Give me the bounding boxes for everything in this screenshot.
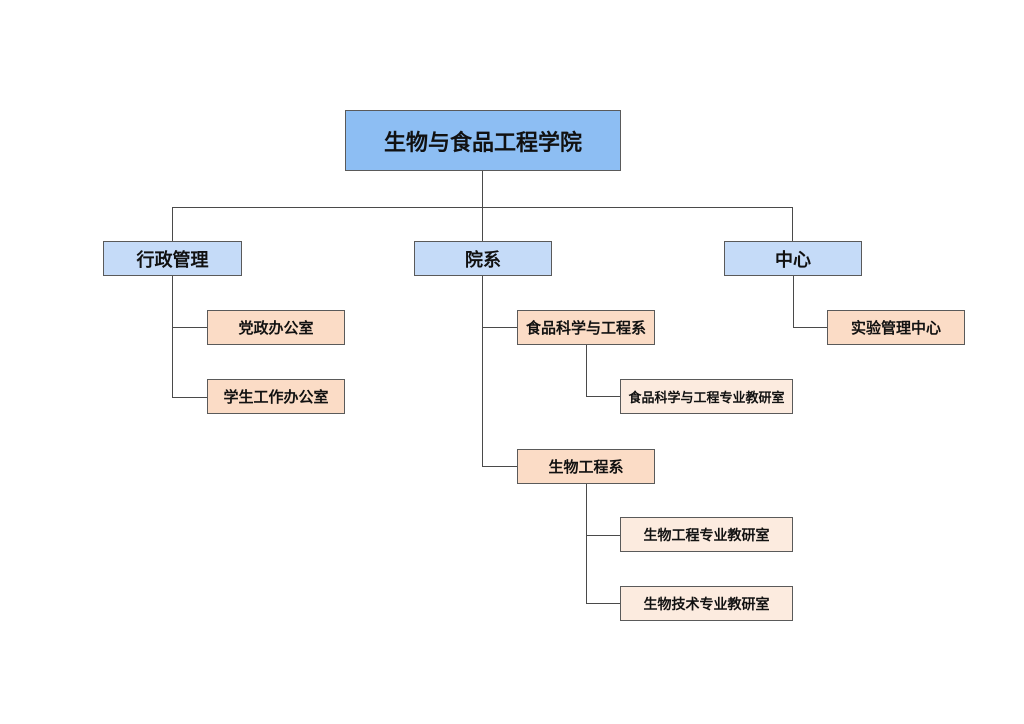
connector-line (482, 170, 483, 207)
node-biotechnology-teaching-office: 生物技术专业教研室 (620, 586, 793, 621)
connector-line (586, 345, 587, 397)
node-bioengineering-teaching-office: 生物工程专业教研室 (620, 517, 793, 552)
connector-line (482, 327, 518, 328)
root-node: 生物与食品工程学院 (345, 110, 621, 171)
node-student-affairs-office: 学生工作办公室 (207, 379, 345, 414)
connector-line (172, 397, 208, 398)
connector-line (172, 275, 173, 398)
connector-line (172, 207, 173, 241)
node-food-science-dept: 食品科学与工程系 (517, 310, 655, 345)
connector-line (586, 396, 621, 397)
connector-line (793, 327, 828, 328)
node-party-office: 党政办公室 (207, 310, 345, 345)
node-admin: 行政管理 (103, 241, 242, 276)
node-bioengineering-dept: 生物工程系 (517, 449, 655, 484)
connector-line (586, 484, 587, 604)
node-departments: 院系 (414, 241, 552, 276)
node-lab-management-center: 实验管理中心 (827, 310, 965, 345)
connector-line (482, 207, 483, 241)
node-centers: 中心 (724, 241, 862, 276)
connector-line (586, 535, 621, 536)
connector-line (793, 275, 794, 328)
node-food-science-teaching-office: 食品科学与工程专业教研室 (620, 379, 793, 414)
connector-line (482, 466, 518, 467)
connector-line (482, 275, 483, 467)
connector-line (792, 207, 793, 241)
connector-line (172, 327, 208, 328)
connector-line (586, 603, 621, 604)
